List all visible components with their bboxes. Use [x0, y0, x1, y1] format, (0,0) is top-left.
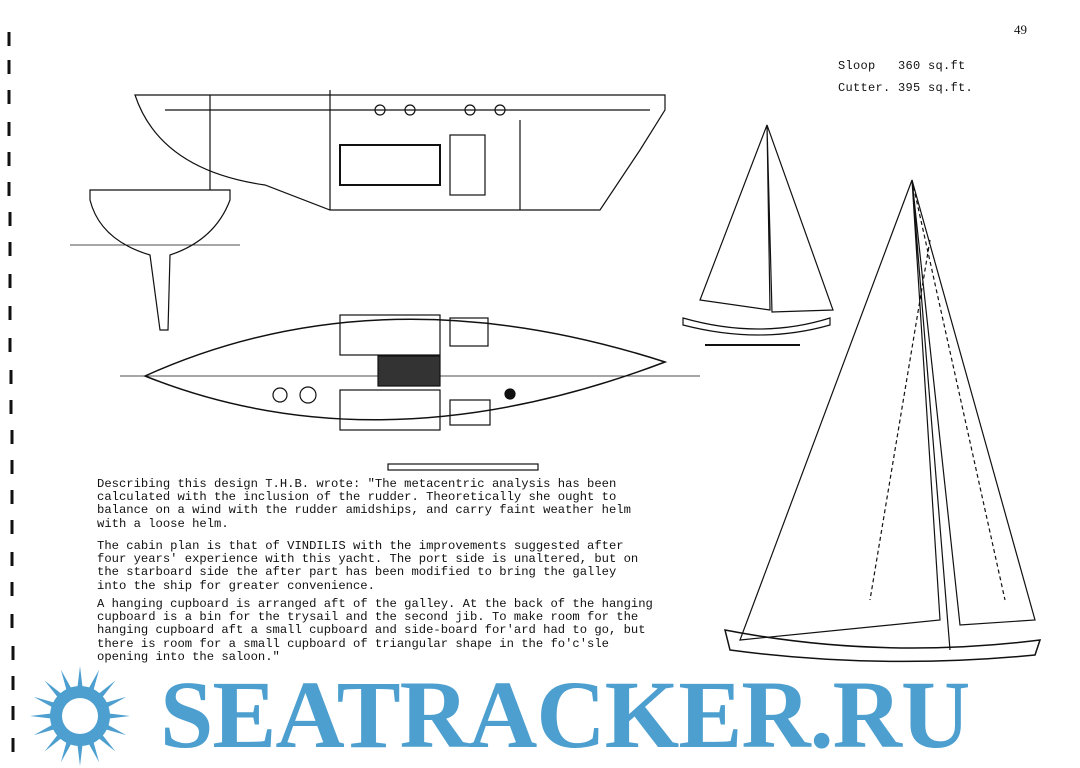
sail-area-cutter: Cutter. 395 sq.ft. [838, 81, 973, 95]
sail-area-value: 360 sq.ft [898, 59, 966, 73]
sail-area-label: Cutter. [838, 81, 891, 95]
paragraph: The cabin plan is that of VINDILIS with … [97, 539, 639, 593]
paragraph: Describing this design T.H.B. wrote: "Th… [97, 477, 631, 531]
watermark-text: SEATRACKER.RU [160, 661, 970, 768]
sail-area-label: Sloop [838, 59, 876, 73]
paragraph: A hanging cupboard is arranged aft of th… [97, 597, 653, 664]
sail-area-value: 395 sq.ft. [898, 81, 974, 95]
sloop-sail-plan [682, 124, 834, 346]
binding-marks [7, 32, 15, 752]
sail-area-sloop: Sloop 360 sq.ft [838, 59, 966, 73]
profile-section-drawing [70, 90, 666, 331]
cabin-plan-drawing [120, 314, 700, 471]
page-number: 49 [1014, 22, 1027, 37]
cutter-sail-plan [723, 179, 1042, 663]
